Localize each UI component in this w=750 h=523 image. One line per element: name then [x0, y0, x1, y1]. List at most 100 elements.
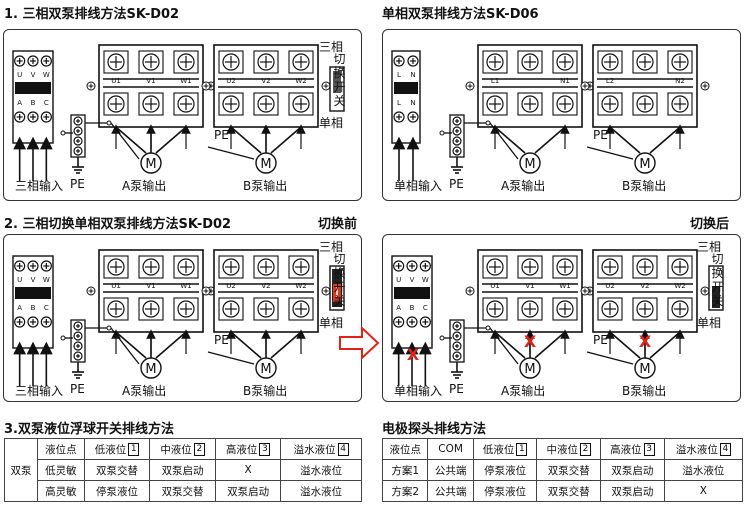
- panel-three-phase: [3, 29, 362, 201]
- terminal-label: U2: [226, 77, 236, 85]
- terminal-label: V2: [261, 77, 270, 85]
- breaker-label: W: [43, 71, 50, 79]
- input-label: 三相输入: [15, 179, 64, 193]
- breaker-label: U: [17, 71, 22, 79]
- switch-bottom-label: 单相: [319, 316, 344, 330]
- terminal-label: U1: [111, 282, 121, 290]
- header-cell: 液位点: [37, 438, 85, 460]
- breaker-label: U: [396, 276, 401, 284]
- motor-icon: [519, 152, 541, 174]
- title-s4: 电极探头排线方法: [382, 422, 487, 437]
- breaker-label: N: [410, 99, 415, 107]
- breaker-label: C: [423, 304, 428, 312]
- terminal-label: V2: [261, 282, 270, 290]
- motor-wire: [115, 331, 147, 359]
- pe-point: [439, 130, 445, 136]
- pe-point: [60, 335, 66, 341]
- panel-switch-after: [382, 234, 741, 402]
- red-x-mark: X: [407, 345, 420, 364]
- pump-a-output-label: A泵输出: [501, 179, 546, 193]
- breaker-label: L: [397, 71, 401, 79]
- terminal-label: W2: [674, 282, 685, 290]
- row-header: 双泵: [4, 438, 38, 502]
- pe-label: PE: [214, 333, 229, 347]
- pe-point: [439, 335, 445, 341]
- breaker-label: B: [31, 99, 36, 107]
- breaker-handle: [15, 287, 51, 299]
- pe-label: PE: [214, 128, 229, 142]
- motor-wire: [649, 331, 681, 359]
- pump-b-output-label: B泵输出: [243, 179, 288, 193]
- motor-wire: [494, 331, 526, 359]
- pe-wire: [85, 327, 140, 365]
- pe-label: PE: [449, 382, 464, 396]
- pe-wire: [586, 351, 634, 365]
- title-s1-right: 单相双泵排线方法SK-D06: [382, 7, 539, 22]
- pe-label: PE: [593, 128, 608, 142]
- motor-wire: [270, 331, 302, 359]
- pump-b-output-label: B泵输出: [622, 384, 667, 398]
- switch-mid-label: 切换开关: [333, 252, 346, 308]
- motor-wire: [649, 126, 681, 154]
- breaker-label: W: [422, 276, 429, 284]
- breaker-label: V: [410, 276, 415, 284]
- motor-wire: [270, 126, 302, 154]
- pe-point: [106, 120, 112, 126]
- motor-wire: [230, 331, 262, 359]
- terminal-label: V1: [146, 282, 155, 290]
- title-s3: 3.双泵液位浮球开关排线方法: [4, 422, 174, 437]
- breaker-label: W: [43, 276, 50, 284]
- pe-label: PE: [70, 177, 85, 191]
- terminal-label: L2: [606, 77, 614, 85]
- title-s1: 1. 三相双泵排线方法SK-D02: [4, 7, 180, 22]
- title-after: 切换后: [690, 217, 730, 232]
- pe-point: [60, 130, 66, 136]
- terminal-label: U1: [490, 282, 500, 290]
- pump-a-output-label: A泵输出: [501, 384, 546, 398]
- breaker-label: C: [44, 99, 49, 107]
- breaker-label: C: [44, 304, 49, 312]
- pe-wire: [85, 122, 140, 160]
- terminal-label: W1: [559, 282, 570, 290]
- switch-top-label: 三相: [697, 240, 722, 254]
- switch-top-label: 三相: [319, 40, 344, 54]
- terminal-label: N2: [675, 77, 685, 85]
- pe-point: [106, 325, 112, 331]
- pe-wire: [586, 146, 634, 160]
- terminal-label: V1: [146, 77, 155, 85]
- breaker-label: L: [397, 99, 401, 107]
- breaker-label: A: [17, 99, 22, 107]
- switch-mid-label: 切换开关: [711, 252, 724, 308]
- motor-label: M: [260, 362, 271, 377]
- terminal-label: W1: [180, 282, 191, 290]
- breaker-label: U: [17, 276, 22, 284]
- pump-a-output-label: A泵输出: [122, 384, 167, 398]
- panel-single-phase: [382, 29, 741, 201]
- input-label: 单相输入: [394, 384, 443, 398]
- motor-wire: [155, 331, 187, 359]
- terminal-label: W2: [295, 77, 306, 85]
- pe-point: [485, 325, 491, 331]
- breaker-label: V: [31, 71, 36, 79]
- breaker-handle: [394, 82, 418, 94]
- header-cell: 液位点: [381, 438, 429, 460]
- input-label: 三相输入: [15, 384, 64, 398]
- motor-wire: [230, 126, 262, 154]
- motor-icon: [634, 152, 656, 174]
- pe-label: PE: [70, 382, 85, 396]
- switch-bottom-label: 单相: [697, 316, 722, 330]
- motor-label: M: [260, 157, 271, 172]
- breaker-label: B: [31, 304, 36, 312]
- breaker-handle: [15, 82, 51, 94]
- pe-wire: [207, 351, 255, 365]
- switch-mid-label: 切换开关: [333, 52, 346, 108]
- terminal-label: U2: [226, 282, 236, 290]
- title-s2: 2. 三相切换单相双泵排线方法SK-D02: [4, 217, 232, 232]
- motor-wire: [609, 126, 641, 154]
